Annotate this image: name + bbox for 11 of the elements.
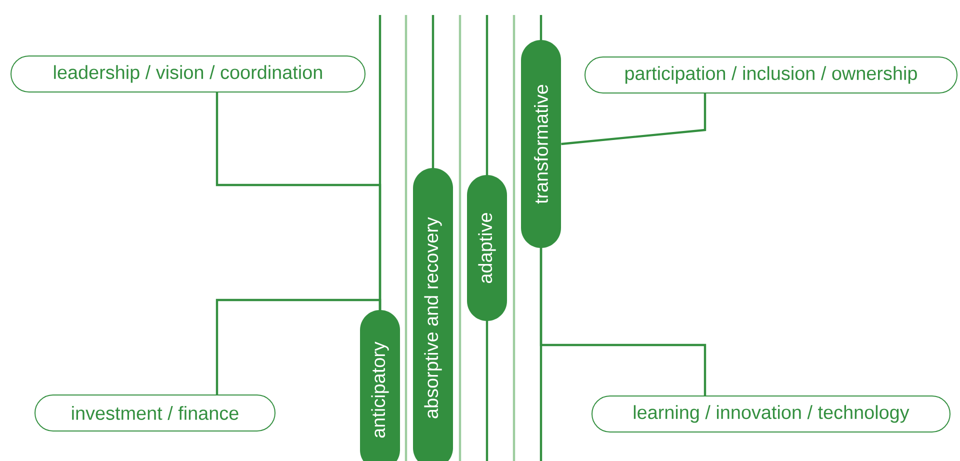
label-box: learning / innovation / technology [592, 395, 950, 432]
connector-line [540, 248, 706, 396]
label-box: investment / finance [34, 394, 276, 432]
label-box: participation / inclusion / ownership [584, 56, 958, 94]
connector-line [216, 298, 382, 394]
category-pill: transformative [521, 40, 561, 248]
label-box: leadership / vision / coordination [10, 56, 366, 92]
category-pill: adaptive [467, 174, 507, 321]
connector-line [561, 93, 706, 146]
category-pill: absorptive and recovery [413, 168, 453, 461]
category-pill: anticipatory [360, 310, 400, 461]
